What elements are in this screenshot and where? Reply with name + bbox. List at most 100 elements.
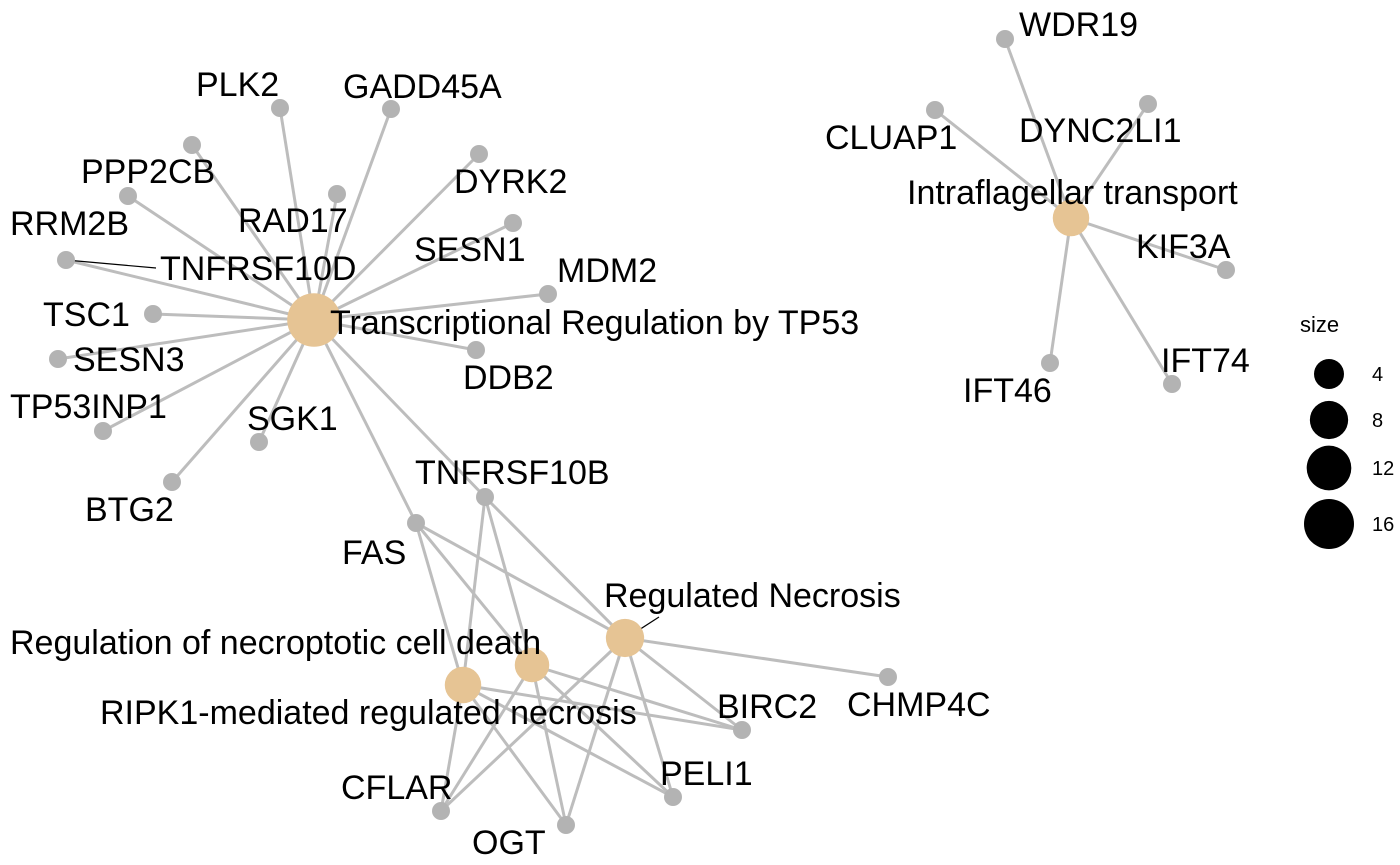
edge-c4-cflar	[439, 664, 534, 812]
edge-c1-sesn1	[313, 221, 514, 322]
gene-node-wdr19[interactable]	[996, 30, 1014, 48]
gene-label-ogt: OGT	[472, 824, 546, 862]
node-layer	[49, 30, 1235, 834]
edge-c4-birc2	[531, 663, 743, 732]
edge-c3-cflar	[439, 636, 627, 813]
gene-node-rrm2b[interactable]	[119, 187, 137, 205]
category-label-c2: Intraflagellar transport	[907, 174, 1238, 212]
gene-label-birc2: BIRC2	[717, 688, 817, 726]
edge-c2-ift74	[1069, 217, 1174, 385]
category-node-c5[interactable]	[444, 666, 482, 704]
gene-node-ddb2[interactable]	[467, 341, 485, 359]
gene-node-chmp4c[interactable]	[879, 668, 897, 686]
gene-node-sesn3[interactable]	[49, 350, 67, 368]
edge-c2-dync2li1	[1069, 103, 1150, 219]
gene-node-tnfrsf10d[interactable]	[57, 251, 75, 269]
gene-label-ddb2: DDB2	[463, 359, 554, 397]
edge-c5-peli1	[462, 683, 674, 799]
edge-c3-fas	[415, 521, 626, 640]
gene-node-dync2li1[interactable]	[1139, 95, 1157, 113]
gene-label-ift46: IFT46	[963, 372, 1052, 410]
gene-label-cflar: CFLAR	[341, 769, 452, 807]
legend-size-dot-16	[1304, 499, 1354, 549]
gene-label-peli1: PELI1	[660, 755, 753, 793]
gene-label-gadd45a: GADD45A	[343, 68, 502, 106]
category-node-c3[interactable]	[605, 618, 645, 658]
gene-node-plk2[interactable]	[271, 99, 289, 117]
legend-title: size	[1300, 312, 1339, 337]
gene-node-kif3a[interactable]	[1217, 261, 1235, 279]
gene-label-sesn1: SESN1	[414, 231, 526, 269]
edge-c3-tnfrsf10b	[483, 495, 627, 640]
gene-label-kif3a: KIF3A	[1136, 228, 1231, 266]
gene-node-sgk1[interactable]	[250, 433, 268, 451]
legend-size-dot-8	[1309, 400, 1349, 440]
edge-c5-tnfrsf10b	[461, 496, 487, 686]
legend-size-dot-12	[1306, 445, 1352, 491]
gene-label-tsc1: TSC1	[43, 296, 130, 334]
gene-node-btg2[interactable]	[163, 473, 181, 491]
edge-c1-mdm2	[313, 292, 549, 322]
category-label-c3: Regulated Necrosis	[604, 577, 901, 615]
gene-node-dyrk2[interactable]	[470, 145, 488, 163]
gene-label-sgk1: SGK1	[247, 400, 338, 438]
gene-label-plk2: PLK2	[196, 66, 279, 104]
gene-label-dyrk2: DYRK2	[454, 163, 567, 201]
gene-node-birc2[interactable]	[733, 721, 751, 739]
gene-label-tnfrsf10d: TNFRSF10D	[160, 250, 356, 288]
gene-node-cflar[interactable]	[432, 802, 450, 820]
gene-node-rad17[interactable]	[328, 185, 346, 203]
gene-node-fas[interactable]	[407, 514, 425, 532]
edge-c1-gadd45a	[312, 108, 393, 321]
gene-label-ift74: IFT74	[1161, 342, 1250, 380]
gene-node-ift74[interactable]	[1163, 375, 1181, 393]
gene-label-sesn3: SESN3	[73, 341, 185, 379]
gene-node-ogt[interactable]	[557, 816, 575, 834]
edge-c3-chmp4c	[624, 636, 889, 679]
edge-c1-rrm2b	[127, 194, 315, 322]
gene-label-wdr19: WDR19	[1019, 6, 1138, 44]
edge-c2-ift46	[1048, 217, 1073, 364]
gene-label-fas: FAS	[342, 534, 406, 572]
category-node-c1[interactable]	[287, 293, 341, 347]
edge-c5-ogt	[461, 684, 568, 826]
gene-node-gadd45a[interactable]	[382, 100, 400, 118]
gene-node-sesn1[interactable]	[504, 214, 522, 232]
edge-c1-ppp2cb	[190, 144, 316, 321]
legend-size-dot-4	[1314, 359, 1344, 389]
gene-node-ift46[interactable]	[1041, 354, 1059, 372]
category-label-c5: RIPK1-mediated regulated necrosis	[100, 694, 637, 732]
edge-c4-tnfrsf10b	[483, 496, 534, 666]
gene-label-btg2: BTG2	[85, 491, 174, 529]
gene-label-rad17: RAD17	[238, 202, 348, 240]
gene-label-chmp4c: CHMP4C	[847, 686, 991, 724]
gene-node-tp53inp1[interactable]	[94, 422, 112, 440]
gene-node-mdm2[interactable]	[539, 285, 557, 303]
edge-c5-birc2	[462, 683, 743, 732]
edge-c3-peli1	[623, 637, 675, 798]
gene-label-ppp2cb: PPP2CB	[81, 153, 215, 191]
gene-node-tnfrsf10b[interactable]	[476, 488, 494, 506]
edge-c4-peli1	[530, 663, 675, 799]
gene-node-ppp2cb[interactable]	[183, 136, 201, 154]
edge-layer	[57, 38, 1227, 826]
gene-node-peli1[interactable]	[664, 788, 682, 806]
edge-c1-btg2	[170, 319, 316, 483]
edge-c1-tnfrsf10b	[312, 318, 487, 499]
edge-c1-tnfrsf10d	[65, 258, 315, 322]
gene-label-cluap1: CLUAP1	[825, 119, 957, 157]
edge-c1-dyrk2	[312, 152, 481, 322]
gene-node-cluap1[interactable]	[926, 101, 944, 119]
legend-size-label-4: 4	[1372, 364, 1383, 386]
edge-c1-plk2	[278, 107, 316, 321]
edge-c1-sesn3	[57, 318, 315, 361]
edge-c2-cluap1	[934, 108, 1072, 220]
gene-node-tsc1[interactable]	[144, 305, 162, 323]
gene-label-mdm2: MDM2	[557, 252, 657, 290]
category-node-c4[interactable]	[514, 647, 550, 683]
edge-c4-ogt	[530, 664, 568, 826]
leader-line-tnfrsf10d	[65, 259, 157, 269]
category-node-c2[interactable]	[1052, 199, 1090, 237]
